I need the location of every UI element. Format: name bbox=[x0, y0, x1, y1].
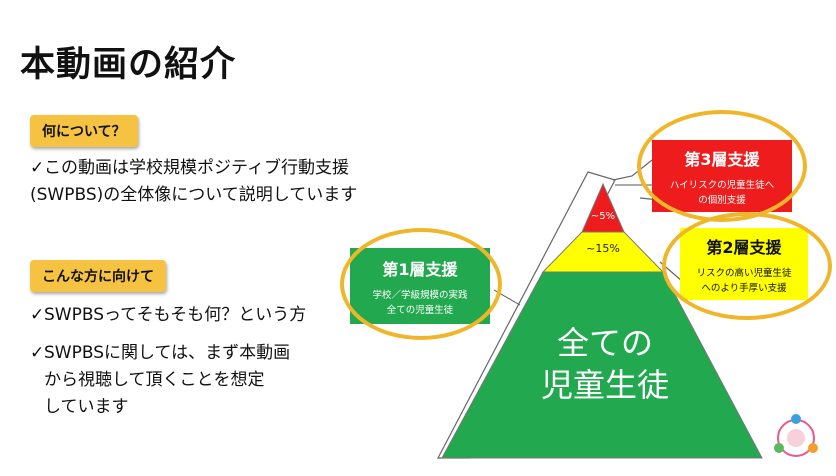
check-icon: ✓ bbox=[30, 343, 45, 363]
bullet-about: ✓この動画は学校規模ポジティブ行動支援 (SWPBS)の全体像について説明してい… bbox=[30, 155, 357, 209]
pyramid-base-line: 全ての bbox=[556, 324, 653, 362]
section-tag-audience: こんな方に向けて bbox=[30, 260, 166, 292]
pyramid-top-label: ~5% bbox=[590, 211, 616, 222]
page-title: 本動画の紹介 bbox=[20, 45, 237, 85]
pyramid-base-line: 児童生徒 bbox=[540, 366, 669, 404]
check-icon: ✓ bbox=[30, 158, 45, 178]
bullet-line: しています bbox=[44, 397, 129, 417]
check-icon: ✓ bbox=[30, 305, 45, 325]
apbs-logo-icon bbox=[774, 414, 818, 457]
tier3-highlight-ring bbox=[637, 110, 807, 222]
pyramid-top-layer bbox=[581, 182, 625, 233]
pyramid-base-label: 全ての 児童生徒 bbox=[520, 322, 690, 406]
bullet-what-is: ✓SWPBSってそもそも何？という方 bbox=[30, 302, 306, 329]
bullet-line: から視聴して頂くことを想定 bbox=[44, 370, 265, 390]
section-tag-about: 何について？ bbox=[30, 115, 138, 147]
bullet-line: この動画は学校規模ポジティブ行動支援 bbox=[44, 158, 349, 178]
bullet-line: SWPBSってそもそも何？という方 bbox=[44, 305, 307, 325]
bullet-line: SWPBSに関しては、まず本動画 bbox=[44, 343, 291, 363]
pyramid-mid-label: ~15% bbox=[586, 242, 620, 255]
bullet-assumption: ✓SWPBSに関しては、まず本動画 から視聴して頂くことを想定 しています bbox=[30, 340, 290, 421]
tier1-highlight-ring bbox=[340, 228, 502, 340]
bullet-line: (SWPBS)の全体像について説明しています bbox=[30, 185, 358, 205]
tier2-highlight-ring bbox=[662, 212, 832, 320]
